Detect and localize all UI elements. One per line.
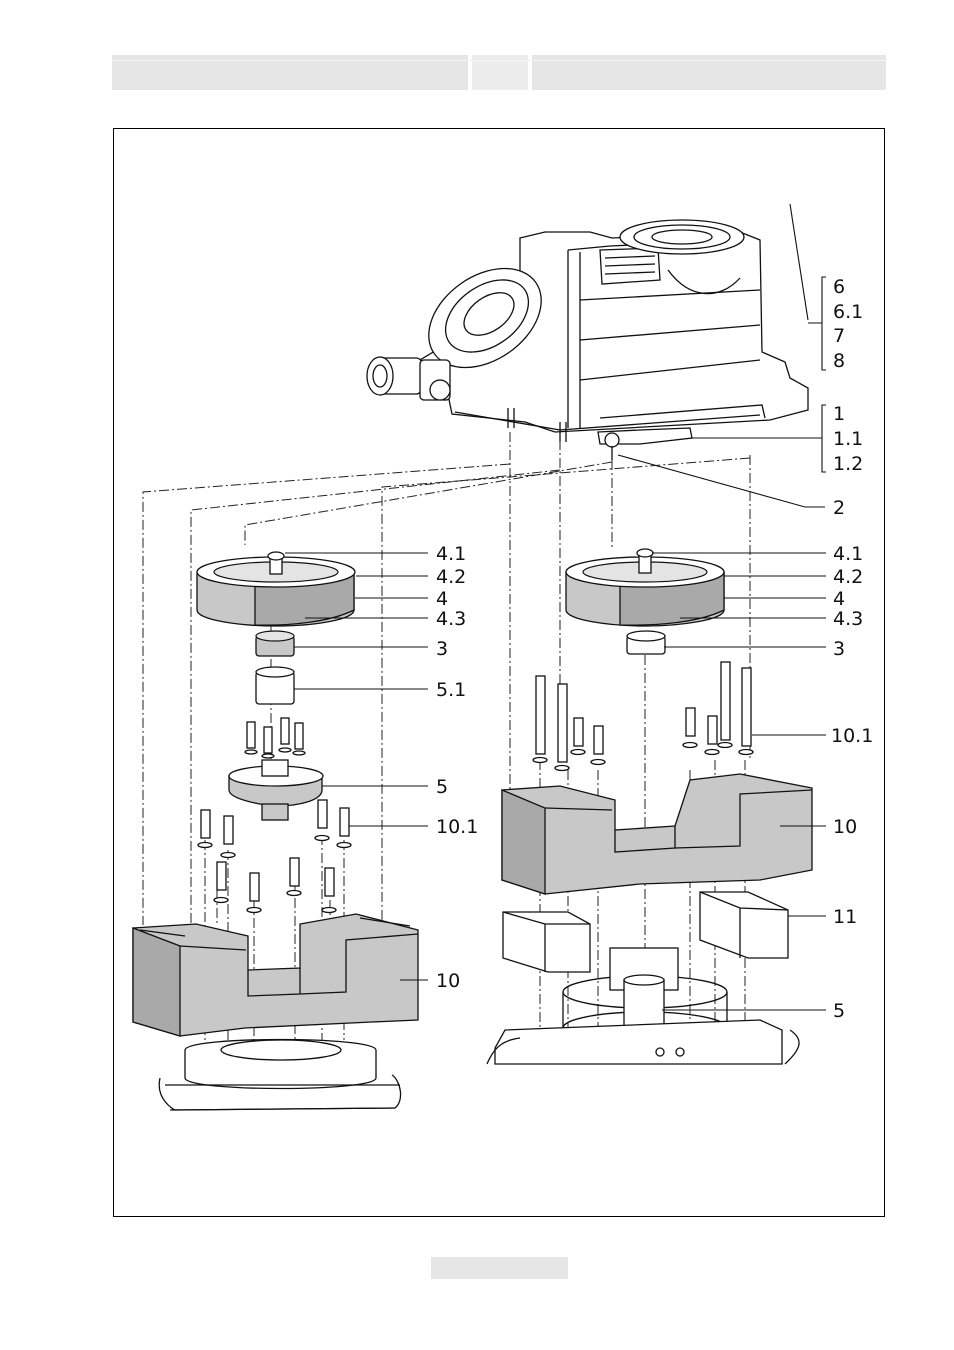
- callout-6: 6: [833, 276, 845, 298]
- callout-left-10-1: 10.1: [436, 816, 478, 838]
- callout-right-3: 3: [833, 638, 845, 660]
- callout-right-5: 5: [833, 1000, 845, 1022]
- callout-left-10: 10: [436, 970, 460, 992]
- callout-left-4-2: 4.2: [436, 566, 466, 588]
- callout-2: 2: [833, 497, 845, 519]
- callout-left-4-1: 4.1: [436, 543, 466, 565]
- callout-right-4-2: 4.2: [833, 566, 863, 588]
- callout-1: 1: [833, 403, 845, 425]
- callout-left-3: 3: [436, 638, 448, 660]
- callout-right-10-1: 10.1: [831, 725, 873, 747]
- right-exploded-stack: [487, 549, 812, 1064]
- callout-6-1: 6.1: [833, 301, 863, 323]
- callout-right-4-1: 4.1: [833, 543, 863, 565]
- page-footer-tab: [431, 1257, 568, 1279]
- callout-8: 8: [833, 350, 845, 372]
- callout-1-1: 1.1: [833, 428, 863, 450]
- callout-left-4: 4: [436, 588, 448, 610]
- callout-right-10: 10: [833, 816, 857, 838]
- callout-left-4-3: 4.3: [436, 608, 466, 630]
- callout-7: 7: [833, 325, 845, 347]
- callout-1-2: 1.2: [833, 453, 863, 475]
- callout-right-4-3: 4.3: [833, 608, 863, 630]
- positioner-housing: [367, 220, 808, 460]
- callout-left-5-1: 5.1: [436, 679, 466, 701]
- left-exploded-stack: [133, 552, 418, 1110]
- callout-right-4: 4: [833, 588, 845, 610]
- callout-right-11: 11: [833, 906, 857, 928]
- callout-left-5: 5: [436, 776, 448, 798]
